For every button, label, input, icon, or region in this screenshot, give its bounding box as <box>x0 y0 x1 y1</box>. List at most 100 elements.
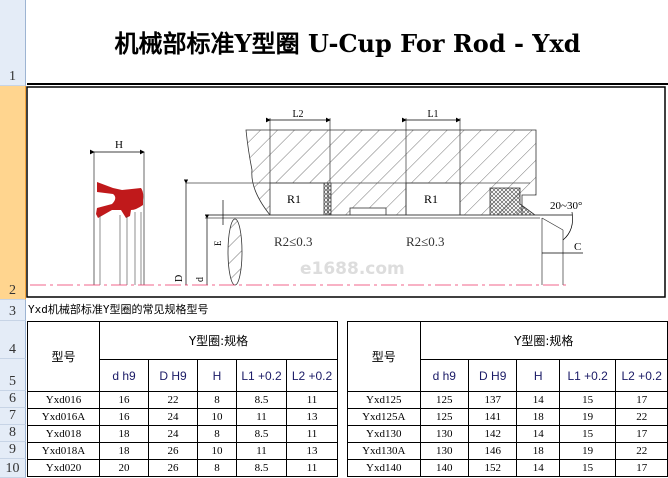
table-cell[interactable]: Yxd016 <box>27 391 100 409</box>
table-cell[interactable]: 152 <box>467 459 518 477</box>
table-cell[interactable]: 19 <box>558 408 617 426</box>
row-header-7[interactable]: 7 <box>0 408 26 425</box>
table-cell[interactable]: 18 <box>516 408 560 426</box>
label-r2-right: R2≤0.3 <box>406 234 445 249</box>
table-cell[interactable]: 13 <box>286 408 338 426</box>
table-cell[interactable]: 15 <box>558 391 617 409</box>
row-header-5[interactable]: 5 <box>0 359 26 391</box>
table-cell[interactable]: 10 <box>197 442 237 460</box>
table-cell[interactable]: 13 <box>286 442 338 460</box>
table-cell[interactable]: 125 <box>419 391 469 409</box>
table-cell[interactable]: 14 <box>516 425 560 443</box>
table-cell[interactable]: 8.5 <box>236 459 287 477</box>
wiper-cross-hatch <box>489 187 537 216</box>
page-title: 机械部标准Y型圈 U-Cup For Rod - Yxd <box>27 0 668 85</box>
table-cell[interactable]: 14 <box>516 391 560 409</box>
table-cell[interactable]: 140 <box>419 459 469 477</box>
table-cell[interactable]: 11 <box>236 442 287 460</box>
spec-subtitle: Yxd机械部标准Y型圈的常见规格型号 <box>28 303 209 316</box>
table-cell[interactable]: 130 <box>419 442 469 460</box>
row-header-3[interactable]: 3 <box>0 300 26 321</box>
table-cell[interactable]: Yxd130A <box>347 442 421 460</box>
table-cell[interactable]: 141 <box>467 408 518 426</box>
table-cell[interactable]: 8 <box>197 425 237 443</box>
table-cell[interactable]: 22 <box>615 442 668 460</box>
table-cell[interactable]: 8 <box>197 391 237 409</box>
table-cell[interactable]: 24 <box>148 425 198 443</box>
table-cell[interactable]: 11 <box>286 459 338 477</box>
row-header-6[interactable]: 6 <box>0 391 26 408</box>
table-cell[interactable]: Yxd018A <box>27 442 100 460</box>
table-cell[interactable]: 18 <box>516 442 560 460</box>
label-E: E <box>213 240 223 246</box>
row-header-8[interactable]: 8 <box>0 425 26 442</box>
table-cell[interactable]: 26 <box>148 459 198 477</box>
label-h: H <box>115 139 123 151</box>
table-cell[interactable]: 142 <box>467 425 518 443</box>
table-cell[interactable]: Yxd020 <box>27 459 100 477</box>
model-header: 型号 <box>27 321 100 392</box>
table-cell[interactable]: 137 <box>467 391 518 409</box>
table-cell[interactable]: Yxd125A <box>347 408 421 426</box>
table-cell[interactable]: 125 <box>419 408 469 426</box>
table-cell[interactable]: 8.5 <box>236 391 287 409</box>
table-cell[interactable]: 18 <box>99 425 149 443</box>
table-cell[interactable]: 16 <box>99 408 149 426</box>
table-cell[interactable]: 17 <box>615 391 668 409</box>
column-header: d h9 <box>419 359 469 392</box>
column-header: D H9 <box>148 359 198 392</box>
table-cell[interactable]: 19 <box>558 442 617 460</box>
label-l2: L2 <box>292 109 303 120</box>
column-header: H <box>197 359 237 392</box>
group-header: Y型圈:规格 <box>419 321 668 360</box>
row-header-10[interactable]: 10 <box>0 459 26 478</box>
table-cell[interactable]: 26 <box>148 442 198 460</box>
label-r2: R2≤0.3 <box>274 234 313 249</box>
table-cell[interactable]: Yxd018 <box>27 425 100 443</box>
table-cell[interactable]: 15 <box>558 459 617 477</box>
column-header: L2 +0.2 <box>286 359 338 392</box>
table-cell[interactable]: 130 <box>419 425 469 443</box>
table-cell[interactable]: 22 <box>615 408 668 426</box>
column-header: L2 +0.2 <box>615 359 668 392</box>
label-angle: 20~30° <box>550 200 582 212</box>
table-cell[interactable]: Yxd130 <box>347 425 421 443</box>
row-header-2[interactable]: 2 <box>0 86 26 300</box>
table-cell[interactable]: 22 <box>148 391 198 409</box>
table-cell[interactable]: 20 <box>99 459 149 477</box>
row-header-4[interactable]: 4 <box>0 321 26 359</box>
table-cell[interactable]: 17 <box>615 459 668 477</box>
table-cell[interactable]: 11 <box>286 391 338 409</box>
table-cell[interactable]: Yxd125 <box>347 391 421 409</box>
table-cell[interactable]: Yxd140 <box>347 459 421 477</box>
table-cell[interactable]: Yxd016A <box>27 408 100 426</box>
table-cell[interactable]: 14 <box>516 459 560 477</box>
table-cell[interactable]: 146 <box>467 442 518 460</box>
table-cell[interactable]: 24 <box>148 408 198 426</box>
label-r1: R1 <box>287 192 301 206</box>
watermark: e1688.com <box>300 259 405 279</box>
table-cell[interactable]: 8.5 <box>236 425 287 443</box>
table-cell[interactable]: 18 <box>99 442 149 460</box>
row-header-1[interactable]: 1 <box>0 0 26 86</box>
u-cup-seal-profile: H <box>90 139 145 285</box>
table-cell[interactable]: 11 <box>236 408 287 426</box>
table-cell[interactable]: 11 <box>286 425 338 443</box>
table-cell[interactable]: 8 <box>197 459 237 477</box>
table-cell[interactable]: 10 <box>197 408 237 426</box>
table-cell[interactable]: 17 <box>615 425 668 443</box>
label-D: D <box>174 275 185 282</box>
row-header-9[interactable]: 9 <box>0 442 26 459</box>
table-cell[interactable]: 16 <box>99 391 149 409</box>
table-cell[interactable]: 15 <box>558 425 617 443</box>
